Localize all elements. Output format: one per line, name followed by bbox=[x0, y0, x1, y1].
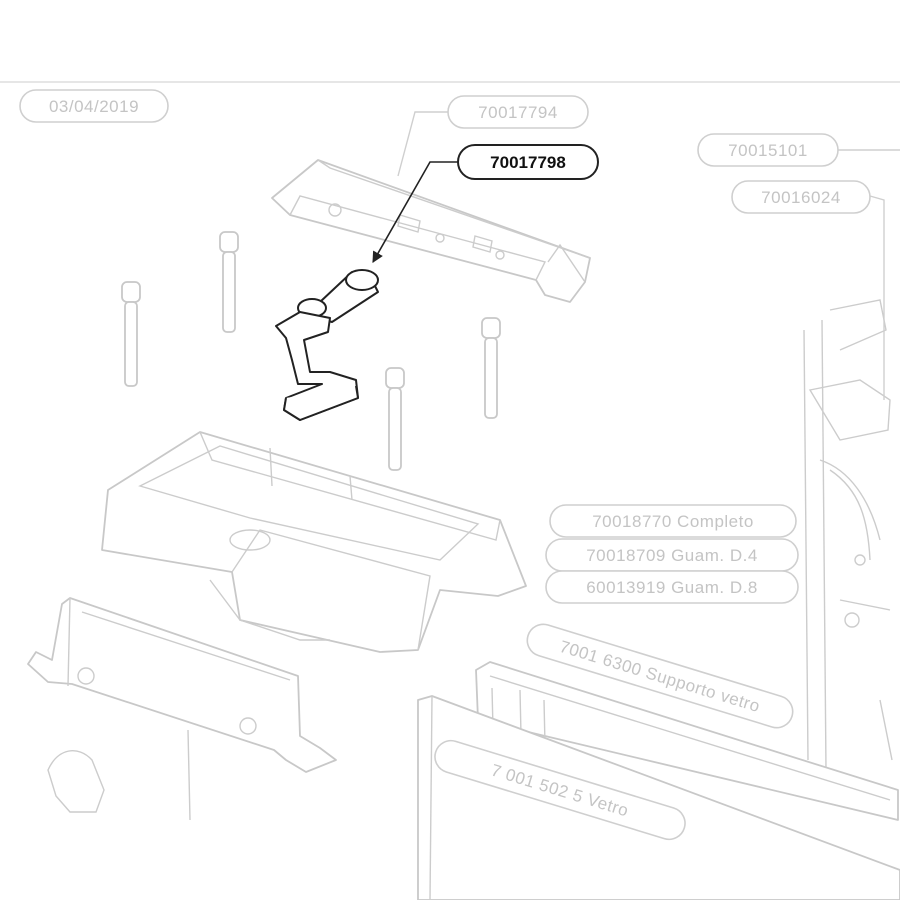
top-bar-part[interactable] bbox=[271, 159, 591, 303]
svg-text:70018770 Completo: 70018770 Completo bbox=[592, 512, 754, 531]
label-right-frame-a[interactable]: 70015101 bbox=[697, 133, 839, 167]
screw-1[interactable] bbox=[219, 231, 239, 333]
svg-text:70018709 Guam. D.4: 70018709 Guam. D.4 bbox=[586, 546, 758, 565]
right-frame-part[interactable] bbox=[803, 299, 893, 771]
label-top-bar[interactable]: 70017794 bbox=[447, 95, 589, 129]
leader-top-bar bbox=[397, 111, 448, 177]
bottom-bracket-part[interactable] bbox=[27, 597, 337, 821]
label-gasket-d4[interactable]: 70018709 Guam. D.4 bbox=[545, 538, 799, 572]
date-stamp-text: 03/04/2019 bbox=[49, 97, 139, 116]
svg-text:70016024: 70016024 bbox=[761, 188, 841, 207]
svg-text:60013919 Guam. D.8: 60013919 Guam. D.8 bbox=[586, 578, 758, 597]
screw-4[interactable] bbox=[385, 367, 405, 471]
leader-right-frame-b bbox=[869, 195, 885, 400]
svg-text:70017794: 70017794 bbox=[478, 103, 558, 122]
label-complete[interactable]: 70018770 Completo bbox=[549, 504, 797, 538]
svg-text:70015101: 70015101 bbox=[728, 141, 808, 160]
base-tray-part[interactable] bbox=[101, 431, 527, 653]
date-stamp: 03/04/2019 bbox=[19, 89, 169, 123]
glass-part[interactable] bbox=[417, 695, 900, 900]
screw-3[interactable] bbox=[481, 317, 501, 419]
label-selected-part[interactable]: 70017798 bbox=[457, 144, 599, 180]
svg-text:70017798: 70017798 bbox=[490, 153, 566, 172]
label-right-frame-b[interactable]: 70016024 bbox=[731, 180, 871, 214]
crank-handle-part[interactable] bbox=[275, 269, 379, 421]
screw-2[interactable] bbox=[121, 281, 141, 387]
label-gasket-d8[interactable]: 60013919 Guam. D.8 bbox=[545, 570, 799, 604]
leader-selected-part bbox=[372, 161, 458, 263]
